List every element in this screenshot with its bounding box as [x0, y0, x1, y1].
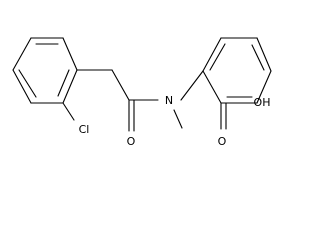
bond	[111, 69, 130, 101]
chlorine-atom-label: Cl	[79, 123, 90, 136]
bond-lines	[12, 37, 272, 132]
carbonyl-oxygen-label: O	[127, 135, 136, 148]
bond	[202, 37, 222, 72]
bond	[256, 70, 272, 104]
bond	[62, 102, 75, 121]
bond	[180, 70, 204, 101]
bond	[173, 109, 183, 129]
carboxyl-oxygen-label: O	[218, 135, 227, 148]
atom-labels: Cl O N O OH	[79, 94, 271, 148]
bond	[57, 69, 70, 97]
bond	[209, 43, 226, 71]
bond	[12, 69, 32, 104]
bond	[62, 37, 78, 71]
bond	[12, 37, 32, 71]
bond	[202, 70, 222, 104]
bond	[62, 69, 78, 104]
bond	[256, 37, 272, 72]
hydroxyl-group-label: OH	[254, 96, 271, 109]
bond	[251, 44, 265, 71]
bond	[18, 69, 37, 98]
chemical-structure-diagram: Cl O N O OH	[12, 37, 272, 148]
nitrogen-atom-label: N	[165, 94, 173, 107]
